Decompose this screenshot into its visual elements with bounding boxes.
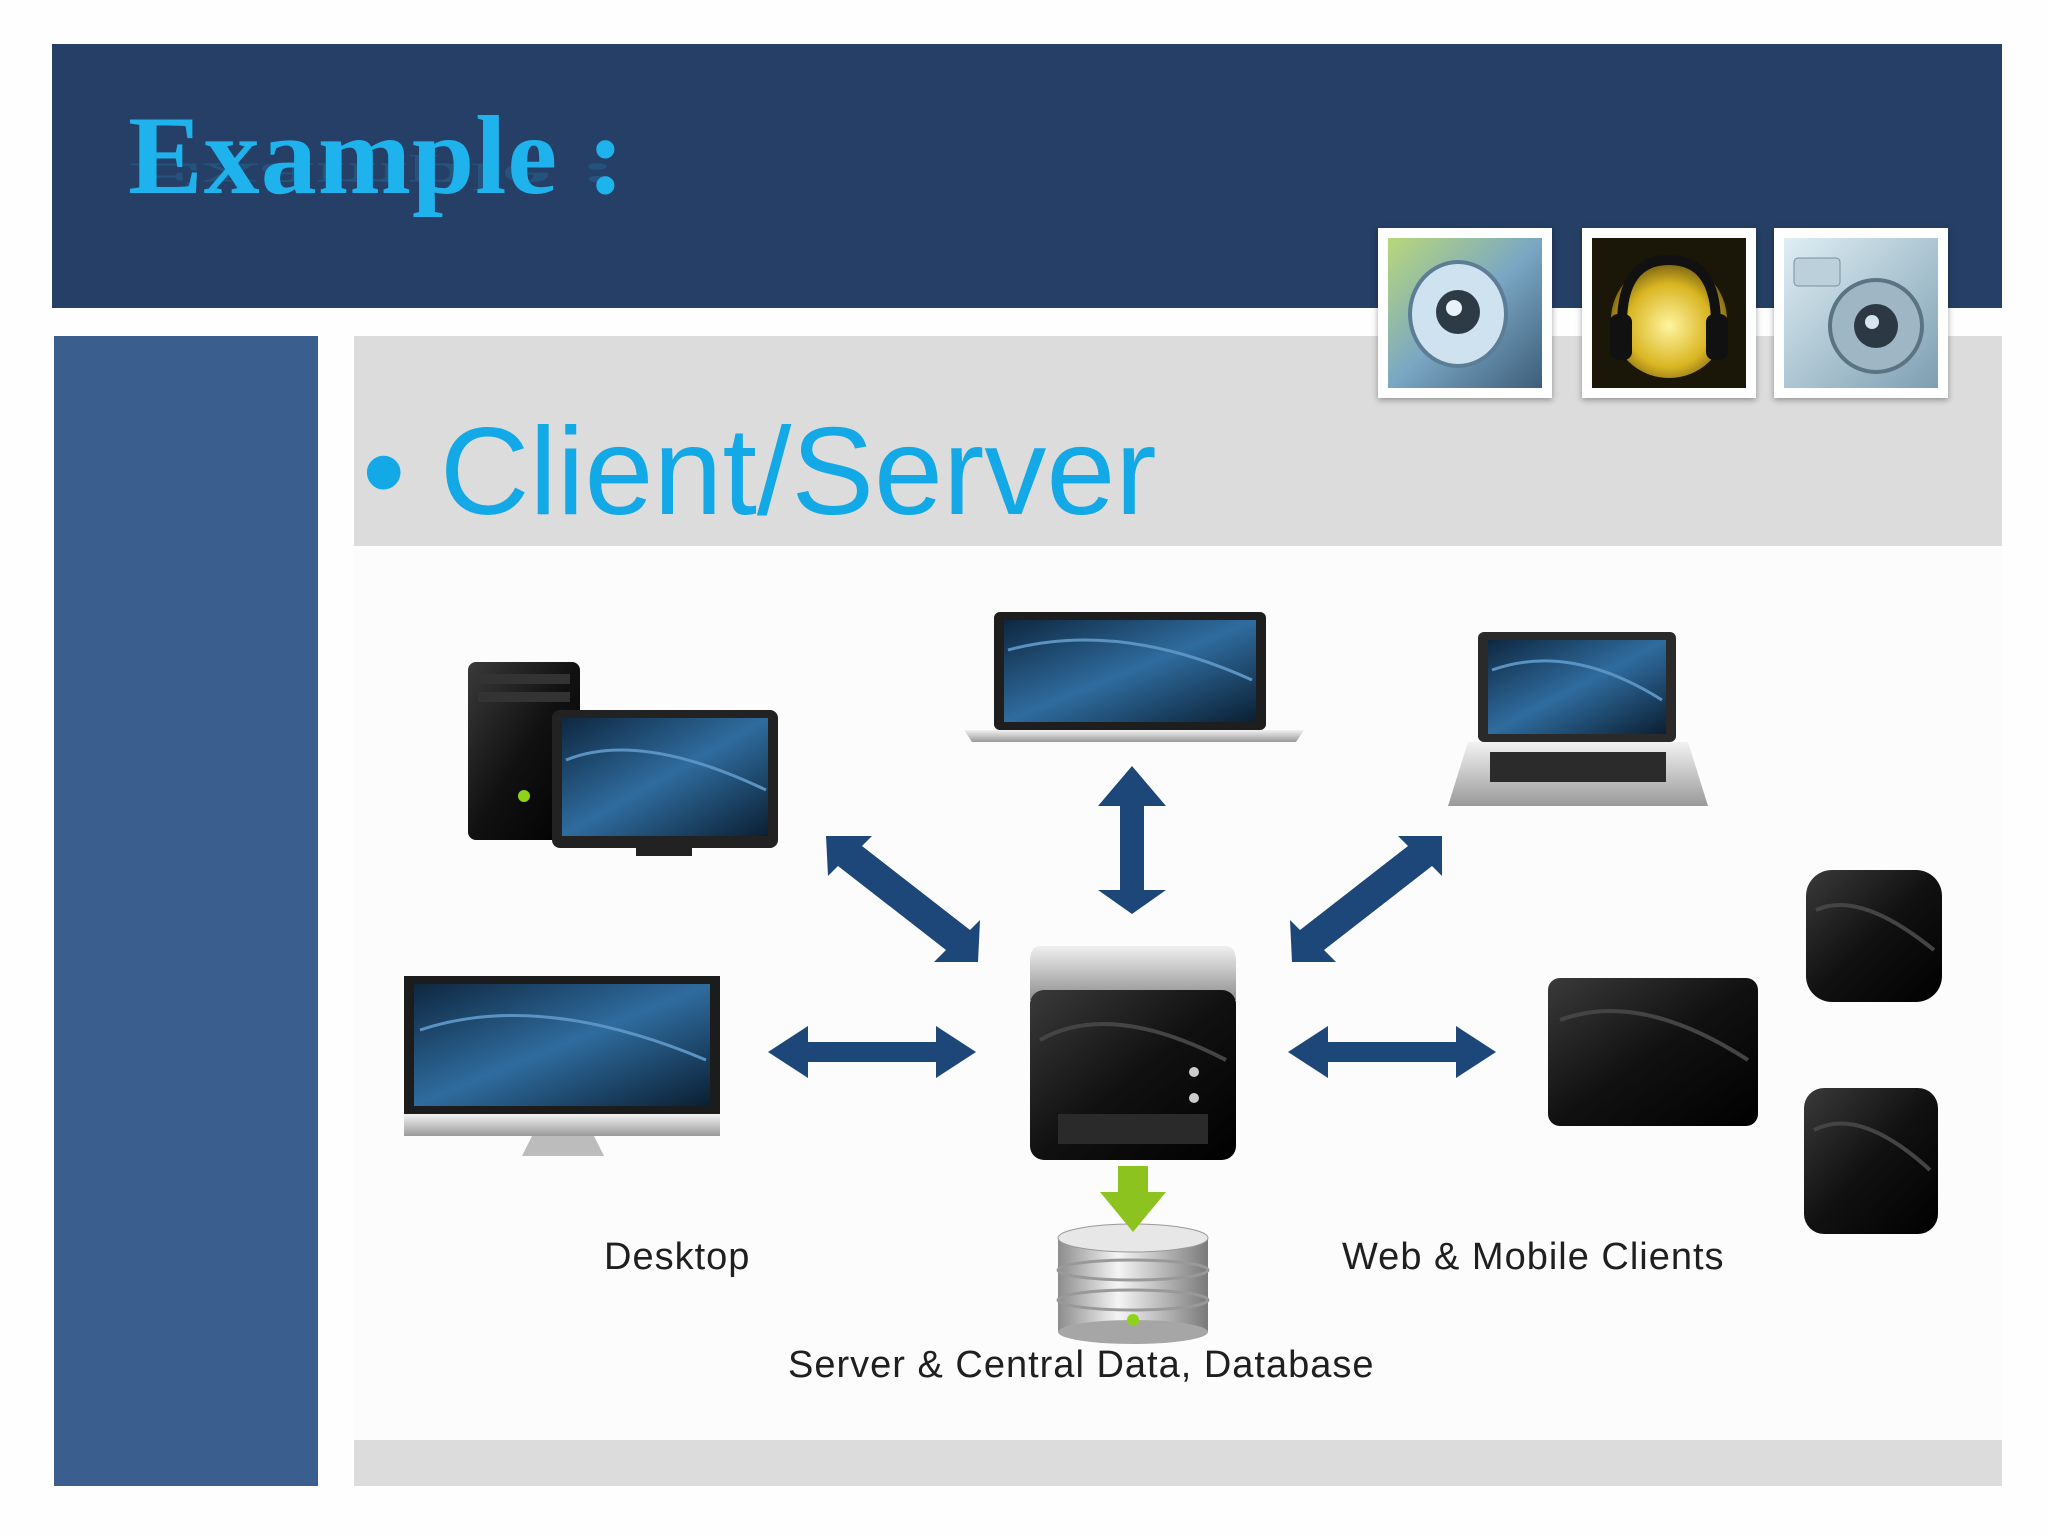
server-icon <box>1030 946 1236 1160</box>
left-side-band <box>54 336 318 1486</box>
desktop-tower-icon <box>468 662 778 856</box>
web-mobile-label: Web & Mobile Clients <box>1342 1236 1725 1278</box>
desktop-monitor-icon <box>404 976 720 1156</box>
slide-title: Example : <box>128 94 626 218</box>
bullet-item: • Client/Server <box>362 403 1157 541</box>
smartphone-top-icon <box>1806 870 1942 1002</box>
desktop-label: Desktop <box>604 1236 751 1278</box>
database-arrow-icon <box>1100 1166 1166 1232</box>
bullet-text: Client/Server <box>439 403 1157 541</box>
arrow-right-icon <box>1288 1026 1496 1078</box>
arrow-top-left-icon <box>826 836 980 962</box>
headphones-photo <box>1582 228 1756 398</box>
bottom-band <box>354 1440 2002 1486</box>
speaker-photo <box>1774 228 1948 398</box>
webcam-photo <box>1378 228 1552 398</box>
smartphone-bottom-icon <box>1804 1088 1938 1234</box>
arrow-left-icon <box>768 1026 976 1078</box>
laptop-icon <box>964 612 1304 742</box>
arrow-top-right-icon <box>1290 836 1442 962</box>
notebook-icon <box>1448 632 1708 806</box>
tablet-icon <box>1548 978 1758 1126</box>
arrow-top-icon <box>1098 766 1166 914</box>
server-database-label: Server & Central Data, Database <box>788 1344 1375 1386</box>
database-icon <box>1056 1223 1210 1344</box>
